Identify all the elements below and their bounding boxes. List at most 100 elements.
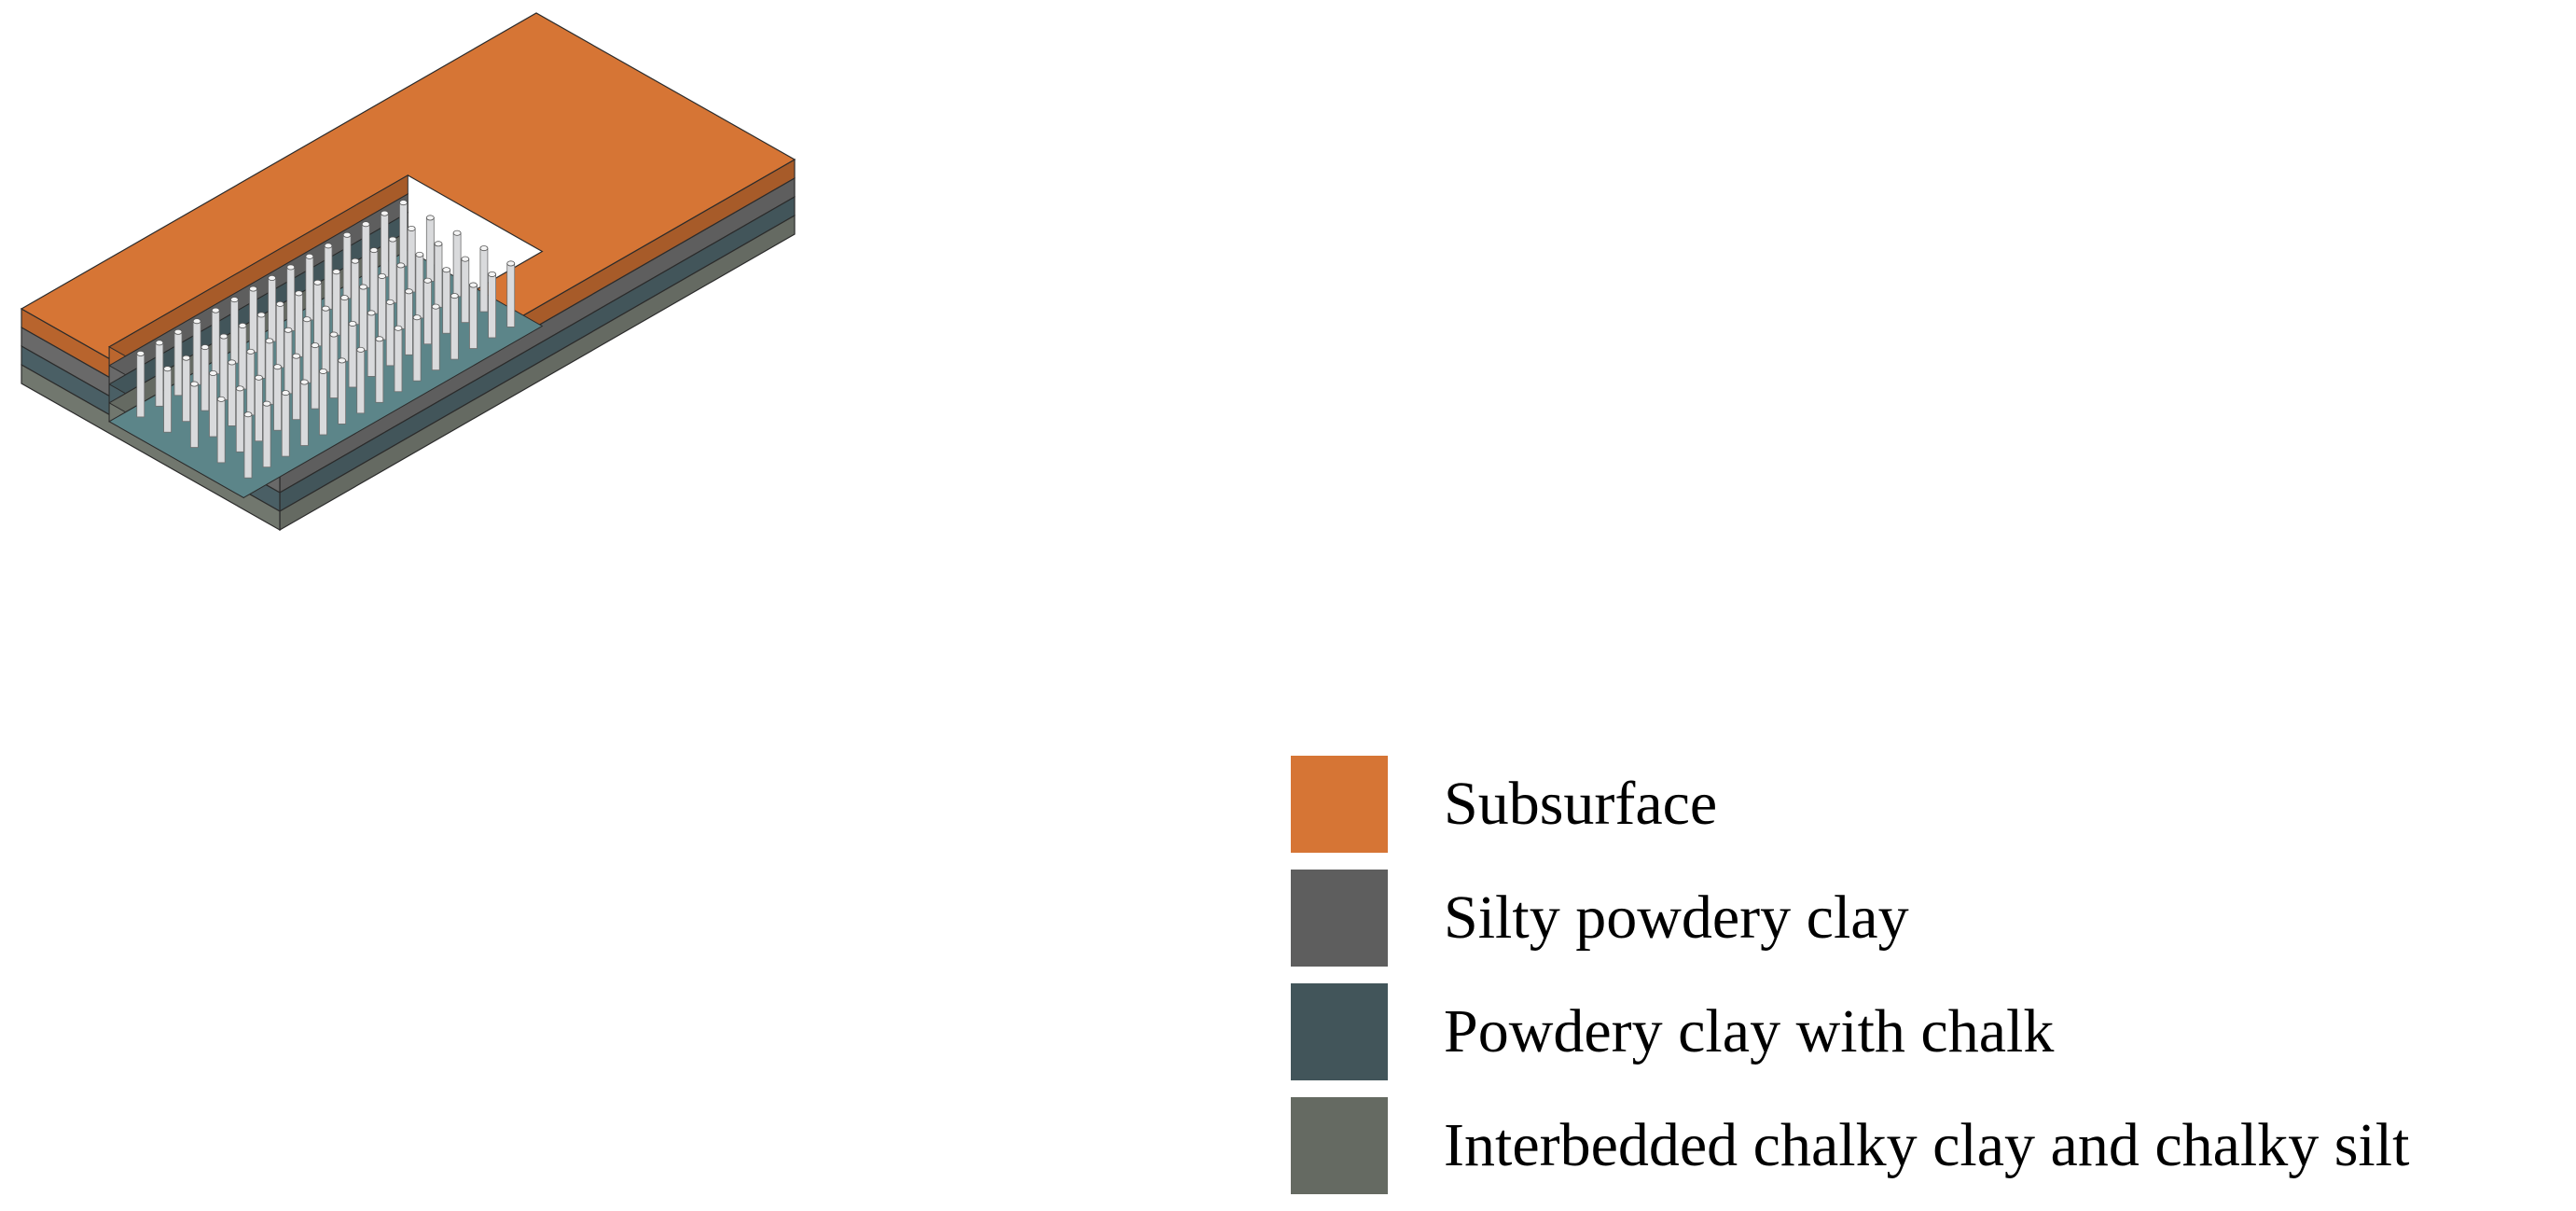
pile-head <box>412 314 422 321</box>
pile-head <box>356 346 366 353</box>
pile-head <box>319 368 327 374</box>
pile-shaft <box>262 403 271 468</box>
pile-head <box>385 299 395 305</box>
pile-head <box>380 210 389 216</box>
pile-shaft <box>219 336 229 400</box>
pile-shaft <box>189 383 199 448</box>
pile-head <box>173 328 183 335</box>
stratified-site-model <box>20 12 796 532</box>
pile-head <box>324 243 333 249</box>
pile-head <box>339 295 349 301</box>
pile-head <box>338 357 347 364</box>
legend-label-subsurface: Subsurface <box>1444 770 1718 838</box>
pile-shaft <box>228 362 237 426</box>
pile-head <box>313 279 322 285</box>
pile-shaft <box>506 263 516 327</box>
pile-shaft <box>321 308 330 373</box>
pile-shaft <box>399 202 408 267</box>
pile-head <box>192 318 201 325</box>
pile-head <box>469 282 478 288</box>
legend-label-interbedded-chalky-clay: Interbedded chalky clay and chalky silt <box>1444 1111 2410 1179</box>
pile-shaft <box>348 323 357 388</box>
pile-shaft <box>238 325 247 390</box>
pile-shaft <box>359 286 367 351</box>
pile-head <box>342 231 352 238</box>
pile-head <box>442 267 451 273</box>
pile-head <box>256 312 266 318</box>
pile-head <box>452 230 462 236</box>
pile-head <box>155 340 164 346</box>
layer-left-face-interbedded-chalky-clay <box>21 363 281 532</box>
pile-shaft <box>378 275 387 341</box>
pile-shaft <box>256 314 266 379</box>
legend-label-powdery-clay-with-chalk: Powdery clay with chalk <box>1444 997 2055 1065</box>
pile-shaft <box>442 269 451 334</box>
pile-head <box>182 355 191 361</box>
pile-head <box>375 336 384 342</box>
pile-head <box>396 262 406 269</box>
pile-head <box>136 350 145 356</box>
pile-shaft <box>351 260 360 326</box>
pile-head <box>332 269 341 275</box>
pile-shaft <box>173 331 183 397</box>
pile-head <box>321 305 330 312</box>
pile-shaft <box>385 301 395 367</box>
legend-label-silty-powdery-clay: Silty powdery clay <box>1444 884 1909 952</box>
pile-shaft <box>281 392 290 457</box>
pile-head <box>265 338 274 344</box>
pile-shaft <box>396 265 406 329</box>
pile-head <box>295 290 303 297</box>
pile-shaft <box>136 353 145 418</box>
pile-head <box>369 247 379 254</box>
pile-shaft <box>265 340 274 405</box>
pile-shaft <box>229 299 239 364</box>
pile-shaft <box>367 313 376 377</box>
pile-head <box>415 251 424 258</box>
pile-shaft <box>246 351 256 416</box>
pile-head <box>189 381 199 387</box>
legend-swatch-interbedded-chalky-clay <box>1291 1097 1388 1194</box>
pile-head <box>249 285 257 292</box>
pile-head <box>216 396 226 402</box>
pile-head <box>246 348 256 355</box>
pile-head <box>305 253 314 259</box>
excavation-pit <box>108 174 544 499</box>
pile-head <box>311 342 320 349</box>
pile-shaft <box>311 344 320 410</box>
pile-head <box>399 200 408 206</box>
pile-shaft <box>211 310 220 375</box>
pile-shaft <box>434 243 443 308</box>
pile-head <box>292 353 301 359</box>
pile-head <box>434 241 443 247</box>
pile-head <box>450 293 459 299</box>
legend-swatch-silty-powdery-clay <box>1291 870 1388 967</box>
pile-head <box>378 272 387 279</box>
pile-shaft <box>255 377 263 442</box>
pile-head <box>163 366 172 372</box>
pile-head <box>388 236 397 243</box>
pile-shaft <box>332 271 341 336</box>
pile-head <box>262 400 271 407</box>
pile-shaft <box>324 244 333 310</box>
pile-head <box>359 284 367 290</box>
pile-head <box>255 374 263 381</box>
pile-shaft <box>380 213 389 278</box>
pile-shaft <box>275 303 284 369</box>
pile-shaft <box>452 232 462 298</box>
pile-shaft <box>305 256 314 321</box>
pile-head <box>286 264 296 271</box>
pile-shaft <box>163 368 172 433</box>
pile-shaft <box>342 234 352 299</box>
legend-item-interbedded-chalky-clay: Interbedded chalky clay and chalky silt <box>1291 1097 2409 1194</box>
pile-head <box>423 277 432 284</box>
pile-shaft <box>338 360 347 425</box>
pile-shaft <box>356 349 366 414</box>
pile-head <box>201 344 210 351</box>
pile-shaft <box>284 329 293 395</box>
pile-shaft <box>361 223 370 288</box>
pile-head <box>506 260 516 267</box>
pile-shaft <box>488 273 497 339</box>
pile-shaft <box>295 292 303 357</box>
pile-shaft <box>461 258 470 324</box>
pile-shaft <box>415 254 424 319</box>
